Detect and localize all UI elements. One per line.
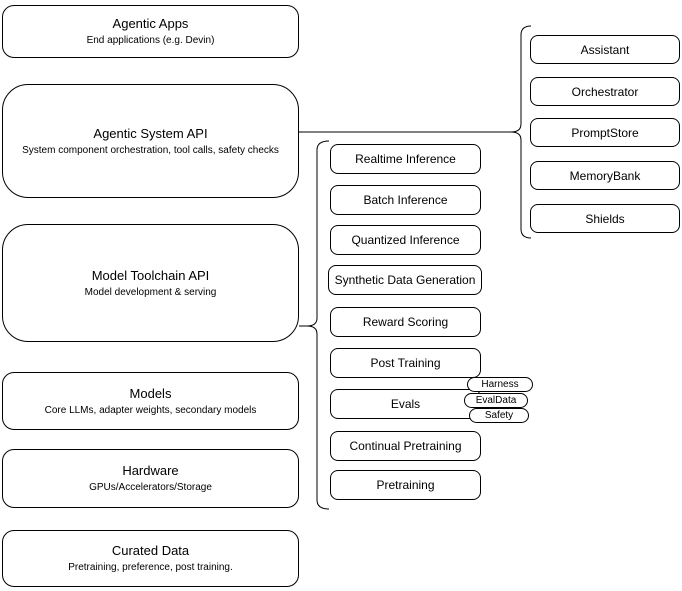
node-realtime-inference: Realtime Inference xyxy=(330,144,481,174)
node-reward-scoring: Reward Scoring xyxy=(330,307,481,337)
node-continual-pretraining: Continual Pretraining xyxy=(330,431,481,461)
node-models: Models Core LLMs, adapter weights, secon… xyxy=(2,372,299,430)
node-agentic-system-api: Agentic System API System component orch… xyxy=(2,84,299,198)
node-subtitle: Pretraining, preference, post training. xyxy=(68,562,233,573)
node-subtitle: Model development & serving xyxy=(84,286,217,298)
node-promptstore: PromptStore xyxy=(530,118,680,147)
node-title: Agentic Apps xyxy=(112,16,189,31)
node-subtitle: Core LLMs, adapter weights, secondary mo… xyxy=(44,404,257,416)
node-agentic-apps: Agentic Apps End applications (e.g. Devi… xyxy=(2,5,299,58)
node-shields: Shields xyxy=(530,204,680,233)
node-hardware: Hardware GPUs/Accelerators/Storage xyxy=(2,449,299,508)
node-eval-safety: Safety xyxy=(469,408,529,423)
node-curated-data: Curated Data Pretraining, preference, po… xyxy=(2,530,299,587)
node-pretraining: Pretraining xyxy=(330,470,481,500)
node-assistant: Assistant xyxy=(530,35,680,64)
node-quantized-inference: Quantized Inference xyxy=(330,225,481,255)
node-title: Hardware xyxy=(122,463,179,478)
node-model-toolchain-api: Model Toolchain API Model development & … xyxy=(2,224,299,342)
node-subtitle: GPUs/Accelerators/Storage xyxy=(89,482,212,493)
system-group-brace xyxy=(510,25,532,239)
node-subtitle: System component orchestration, tool cal… xyxy=(22,144,279,156)
node-subtitle: End applications (e.g. Devin) xyxy=(86,35,215,46)
node-title: Model Toolchain API xyxy=(91,267,210,283)
node-synthetic-data-generation: Synthetic Data Generation xyxy=(328,265,482,295)
node-evals: Evals xyxy=(330,389,481,419)
node-eval-harness: Harness xyxy=(467,377,533,392)
node-post-training: Post Training xyxy=(330,348,481,378)
node-eval-evaldata: EvalData xyxy=(464,393,528,408)
node-title: Curated Data xyxy=(111,543,190,558)
node-title: Models xyxy=(129,385,172,401)
node-batch-inference: Batch Inference xyxy=(330,185,481,215)
toolchain-group-brace xyxy=(306,140,330,510)
node-title: Agentic System API xyxy=(93,125,208,141)
node-orchestrator: Orchestrator xyxy=(530,77,680,106)
node-memorybank: MemoryBank xyxy=(530,161,680,190)
